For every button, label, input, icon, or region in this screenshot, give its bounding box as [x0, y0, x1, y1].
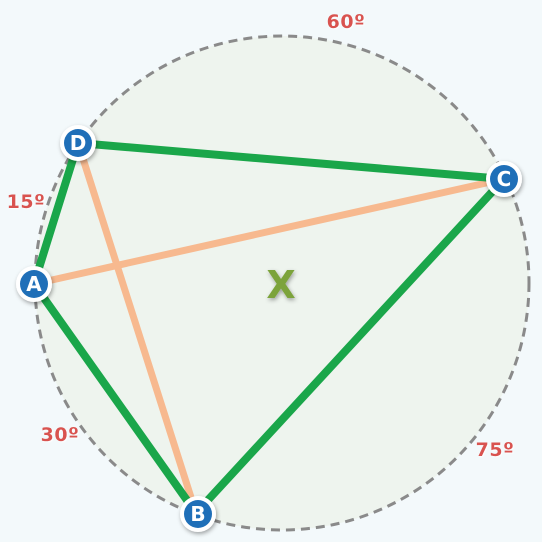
diagonal-db — [74, 139, 200, 517]
vertex-b: B — [180, 496, 216, 532]
side-cb — [192, 175, 508, 517]
side-ad — [30, 139, 82, 288]
vertex-d: D — [60, 125, 96, 161]
arc-label-dc: 60º — [327, 11, 366, 33]
arc-label-bc: 75º — [476, 439, 515, 461]
vertex-b-label: B — [190, 502, 205, 526]
side-ba — [30, 280, 200, 517]
vertex-c-label: C — [497, 167, 512, 191]
vertex-c: C — [486, 161, 522, 197]
vertex-d-label: D — [70, 131, 87, 155]
vertex-a: A — [16, 266, 52, 302]
center-label: X — [266, 263, 295, 307]
vertex-a-label: A — [26, 272, 42, 296]
arc-label-ad: 15º — [7, 191, 46, 213]
diagonal-ac — [30, 175, 508, 288]
arc-label-ab: 30º — [41, 424, 80, 446]
side-dc — [74, 139, 508, 183]
